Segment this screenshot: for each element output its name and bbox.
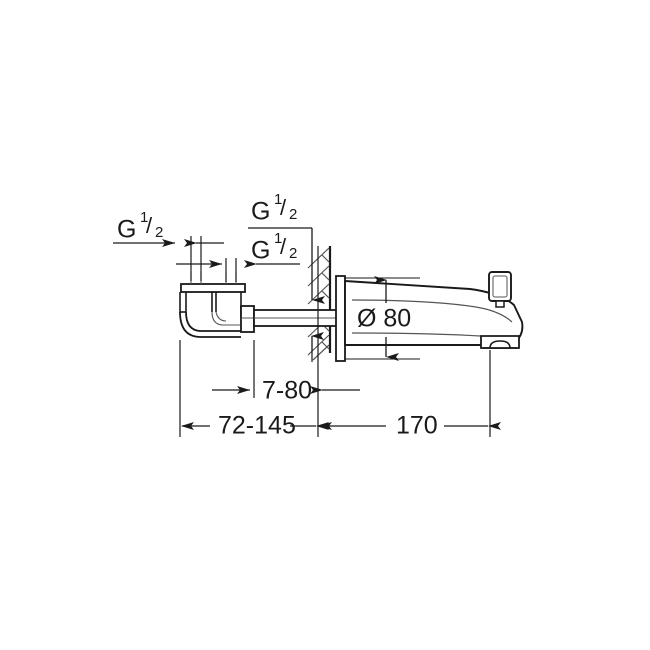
thread-label-left: G 1 / 2 (117, 209, 163, 244)
thread-leader-lines (113, 227, 325, 362)
thread-label-upper-right-slash: / (280, 195, 287, 220)
thread-label-upper-right-denominator: 2 (289, 206, 297, 223)
wall-escutcheon (335, 275, 346, 362)
thread-label-upper-right: G 1 / 2 (251, 191, 297, 226)
thread-label-left-prefix: G (117, 216, 136, 244)
diameter-80-label: Ø 80 (357, 305, 411, 333)
dimension-72-145: 72-145 (181, 412, 329, 440)
dimension-170-label: 170 (396, 412, 438, 440)
diameter-80-dimension: Ø 80 (345, 276, 420, 361)
wall-section (307, 246, 332, 361)
inlet-elbow-connector (179, 272, 255, 338)
thread-label-upper-right-numerator: 1 (274, 191, 282, 208)
thread-label-left-numerator: 1 (140, 209, 148, 226)
dimension-7-80-label: 7-80 (262, 377, 312, 405)
thread-label-lower-right-prefix: G (251, 237, 270, 265)
thread-label-left-slash: / (146, 213, 153, 238)
thread-label-lower-right: G 1 / 2 (251, 230, 297, 265)
thread-label-lower-right-denominator: 2 (289, 245, 297, 262)
spout-aerator (480, 335, 520, 349)
thread-label-left-denominator: 2 (155, 224, 163, 241)
diverter-knob[interactable] (488, 271, 512, 308)
dimension-170: 170 (319, 412, 501, 440)
dimension-72-145-label: 72-145 (218, 412, 296, 440)
thread-label-upper-right-prefix: G (251, 198, 270, 226)
thread-label-lower-right-numerator: 1 (274, 230, 282, 247)
dimension-7-80: 7-80 (212, 377, 360, 405)
thread-label-lower-right-slash: / (280, 234, 287, 259)
